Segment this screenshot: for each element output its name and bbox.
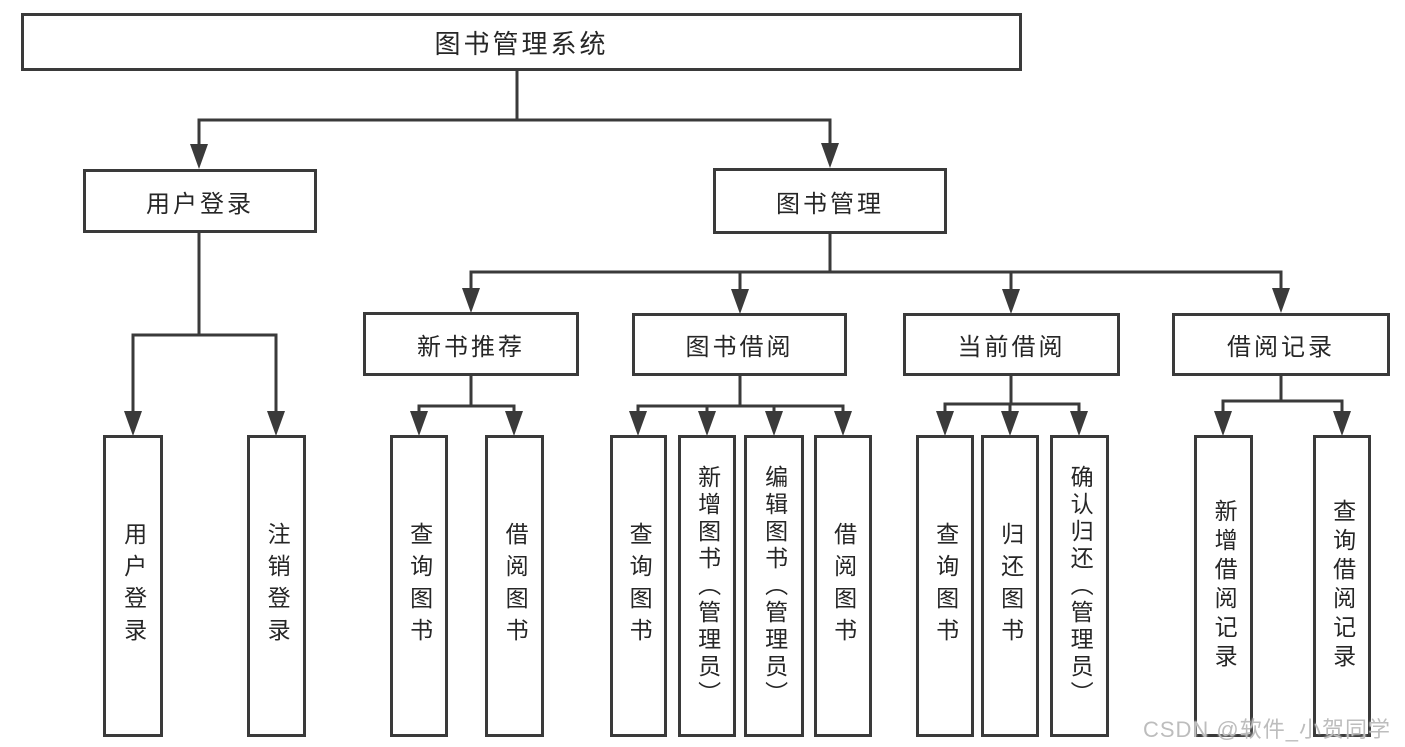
node-new-book-recommend: 新书推荐 xyxy=(363,312,579,376)
leaf-query-books-1-label: 查询图书 xyxy=(406,522,433,650)
leaf-logout: 注销登录 xyxy=(247,435,306,737)
node-borrow-records-label: 借阅记录 xyxy=(1227,334,1335,361)
leaf-add-borrow-record-label: 新增借阅记录 xyxy=(1211,499,1238,673)
node-current-borrow: 当前借阅 xyxy=(903,313,1120,376)
leaf-user-login: 用户登录 xyxy=(103,435,163,737)
leaf-borrow-books-2-label: 借阅图书 xyxy=(830,522,857,650)
node-user-login: 用户登录 xyxy=(83,169,317,233)
leaf-add-borrow-record: 新增借阅记录 xyxy=(1194,435,1253,737)
leaf-borrow-books-1-label: 借阅图书 xyxy=(502,522,529,650)
connector-borrow-to-leaves xyxy=(636,374,845,415)
node-current-borrow-label: 当前借阅 xyxy=(957,334,1066,361)
leaf-query-books-3-label: 查询图书 xyxy=(932,522,959,650)
node-borrow-records: 借阅记录 xyxy=(1172,313,1390,376)
leaf-add-books-admin: 新增图书（管理员） xyxy=(678,435,736,737)
leaf-return-books-label: 归还图书 xyxy=(997,522,1024,650)
leaf-query-books-2: 查询图书 xyxy=(610,435,667,737)
connector-userlogin-to-leaves xyxy=(131,231,278,415)
csdn-watermark: CSDN @软件_小贺同学 xyxy=(1142,717,1391,742)
node-root-label: 图书管理系统 xyxy=(434,28,609,59)
arrowhead-icons xyxy=(124,143,1351,436)
leaf-query-borrow-record: 查询借阅记录 xyxy=(1313,435,1371,737)
node-book-management: 图书管理 xyxy=(713,168,947,234)
node-book-borrow-label: 图书借阅 xyxy=(685,334,794,361)
connector-root-to-level2 xyxy=(197,69,832,148)
leaf-confirm-return-admin: 确认归还（管理员） xyxy=(1050,435,1109,737)
leaf-query-books-2-label: 查询图书 xyxy=(626,522,653,650)
leaf-query-books-3: 查询图书 xyxy=(916,435,974,737)
node-book-management-label: 图书管理 xyxy=(776,190,884,218)
leaf-user-login-label: 用户登录 xyxy=(120,522,147,650)
connector-current-to-leaves xyxy=(943,374,1081,415)
leaf-add-books-admin-label: 新增图书（管理员） xyxy=(694,464,721,708)
leaf-edit-books-admin: 编辑图书（管理员） xyxy=(744,435,804,737)
node-new-book-recommend-label: 新书推荐 xyxy=(417,333,525,361)
node-book-borrow: 图书借阅 xyxy=(632,313,847,376)
leaf-return-books: 归还图书 xyxy=(981,435,1039,737)
leaf-query-borrow-record-label: 查询借阅记录 xyxy=(1329,499,1356,673)
leaf-borrow-books-1: 借阅图书 xyxy=(485,435,544,737)
leaf-logout-label: 注销登录 xyxy=(264,522,291,650)
connector-bookmgmt-to-level3 xyxy=(469,232,1283,293)
node-root-library-system: 图书管理系统 xyxy=(21,13,1022,71)
leaf-confirm-return-admin-label: 确认归还（管理员） xyxy=(1067,464,1094,708)
connector-newbooks-to-leaves xyxy=(417,374,516,415)
leaf-query-books-1: 查询图书 xyxy=(390,435,448,737)
node-user-login-label: 用户登录 xyxy=(146,190,254,218)
leaf-borrow-books-2: 借阅图书 xyxy=(814,435,872,737)
leaf-edit-books-admin-label: 编辑图书（管理员） xyxy=(761,464,788,708)
connector-records-to-leaves xyxy=(1221,374,1344,415)
